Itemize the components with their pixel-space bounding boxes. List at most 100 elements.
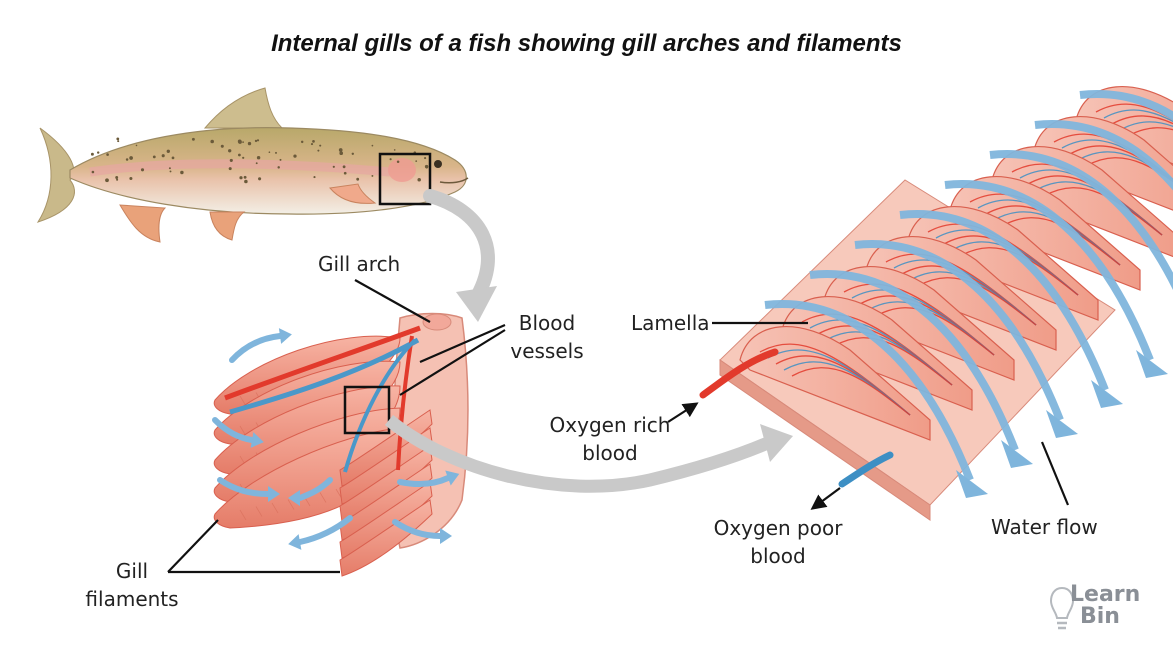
water-arrow-head [268,486,280,502]
water-arrow-head [1091,380,1123,408]
fish-spot [105,178,109,183]
label-blood-vessels-line2: vessels [510,339,584,363]
fish-spot [180,170,184,175]
filament-stripe [239,395,247,407]
fish-spot [191,137,195,141]
fish-spot [255,162,258,165]
fish-eye [434,160,442,168]
zoom-arrow-to-lamella [384,414,773,493]
water-flow-arrows-right [764,90,1173,498]
leader-gill-arch [354,279,431,323]
label-water-flow: Water flow [991,515,1098,539]
water-arrow-shaft [764,300,974,482]
lamellae-base-front [719,359,931,521]
label-gill-filaments-line1: Gill [115,559,149,583]
oxygen-rich-vessel [699,348,779,399]
trout-fish [36,87,469,243]
fish-spot [393,149,396,151]
label-gill-filaments-line2: filaments [85,587,179,611]
fish-spot [228,167,232,171]
water-arrow-shaft [989,150,1173,291]
fish-spot [371,174,374,177]
water-arrow-shaft [212,417,255,443]
water-arrow-shaft [297,515,353,545]
leader-blood-vessels-2 [399,329,506,396]
fish-spot [129,176,133,181]
water-arrow-head [445,470,460,486]
water-arrow-shaft [809,270,1019,452]
blood-vessel-red [224,325,421,401]
leader-water-flow [1040,441,1070,506]
fish-spot [116,178,119,181]
label-blood-vessels-line1: Blood [518,311,576,335]
fish-mouth [439,177,469,184]
filament-stripe [239,509,247,521]
fish-spot [106,153,109,156]
fish-spot [125,158,129,161]
fish-spot [389,158,392,161]
fish-spot [425,166,428,169]
capillary [1111,115,1173,125]
fish-spot [169,170,172,173]
logo-line1: Learn [1070,582,1141,607]
fish-spot [332,165,335,168]
fish-spot [256,139,260,142]
water-arrow-shaft [1079,90,1173,121]
lamella-plate [739,326,931,441]
fish-spot [317,149,320,152]
fish-spot [343,171,347,175]
fish-spot [117,140,120,143]
fish-spot [417,177,421,182]
gill-zoom-box [378,152,432,206]
capillary [1043,187,1163,236]
water-arrow-shaft [297,477,333,501]
leader-oxygen-rich [667,402,699,423]
gill-area [388,158,416,182]
capillary [791,367,911,416]
capillary [833,337,953,386]
fish-spot [243,175,247,179]
fish-spot [310,143,314,146]
capillary [1085,157,1173,183]
fish-spot [254,139,258,143]
fish-spot [238,153,241,157]
leader-blood-vessels-1 [419,323,506,364]
fish-spot [244,179,248,184]
fish-spot [220,144,224,148]
fish-spot [115,176,119,179]
label-oxygen-rich-line1: Oxygen rich [549,413,671,437]
fish-spot [237,139,242,144]
water-arrow-shaft [854,240,1064,422]
capillary [1103,109,1173,123]
fish-spot [161,154,165,158]
water-arrow-shaft [899,210,1109,392]
fish-spot [371,144,374,147]
capillary [1127,127,1173,137]
water-arrow-shaft [1034,120,1173,191]
fish-spot [268,151,271,154]
diagram-title: Internal gills of a fish showing gill ar… [271,30,902,57]
capillary [1077,151,1173,182]
fish-spot [129,156,133,160]
fish-spot [152,155,156,159]
fish-spot [228,149,232,153]
lightbulb-icon [1050,586,1074,630]
fish-spot [258,177,262,181]
water-arrow-shaft [944,180,1154,362]
fish-spot [415,160,418,162]
lamella-plate [991,146,1173,258]
water-arrow-shaft [217,477,271,497]
learnbin-logo: Learn Bin [1050,584,1160,640]
fish-spot [171,156,175,160]
fish-spot [396,160,400,164]
fish-spot [239,176,243,180]
fish-spot [279,158,282,161]
water-arrow-shaft [229,333,283,363]
fish-spot [97,151,100,154]
fish-spot [356,177,360,181]
leader-gill-filaments-1 [167,519,219,573]
water-arrow-head [956,470,988,498]
fish-body [69,127,467,215]
fish-spot [116,137,120,141]
water-arrow-shaft [392,519,443,539]
